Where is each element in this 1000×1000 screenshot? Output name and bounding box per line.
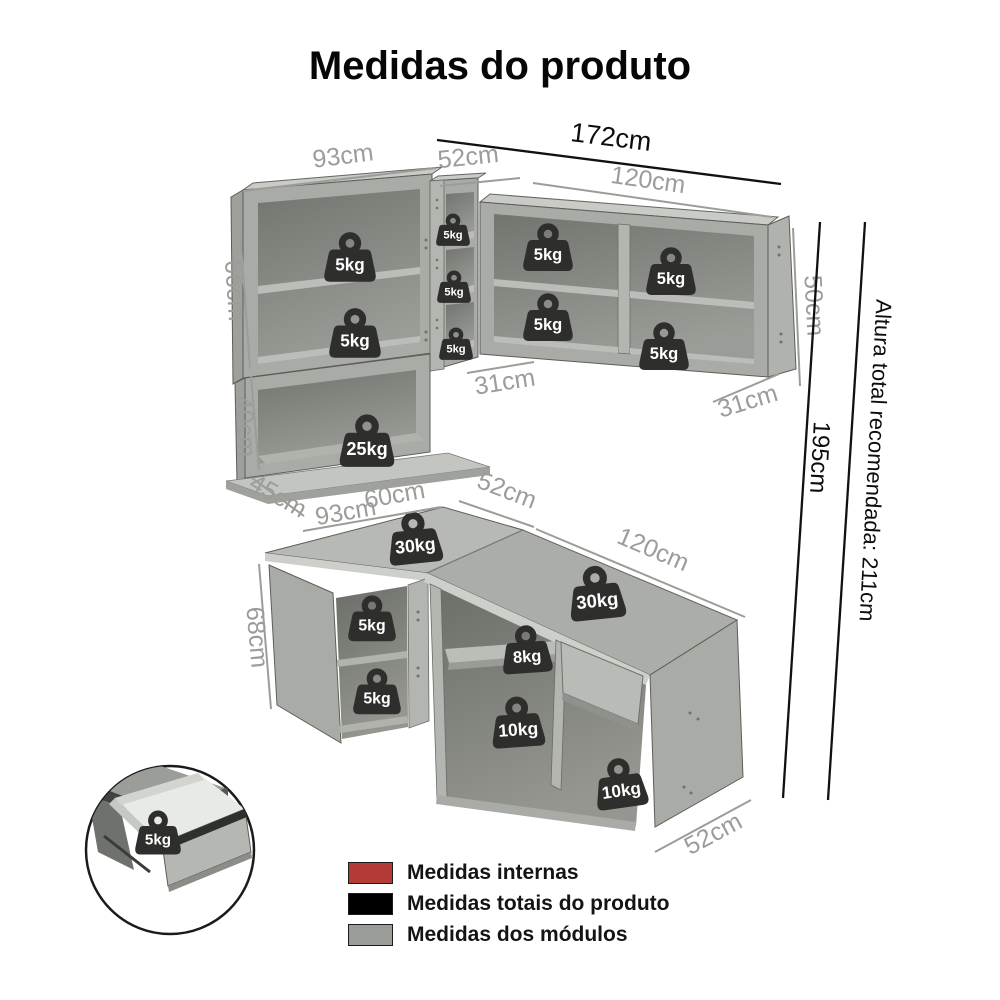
- weight-badge-upper-right-1: 5kg: [523, 227, 573, 272]
- dim-base-corner-width: 52cm: [473, 467, 540, 515]
- dim-upper-left-height: 66cm: [219, 259, 251, 322]
- weight-badge-corner-1: 5kg: [436, 216, 470, 246]
- shelf: [337, 651, 407, 667]
- svg-text:25kg: 25kg: [346, 439, 387, 459]
- legend: Medidas internas Medidas totais do produ…: [348, 860, 670, 955]
- weight-badge-drawer: 5kg: [135, 814, 181, 855]
- weight-badge-base-bottom-right: 10kg: [592, 758, 649, 811]
- dim-product-height: 195cm: [804, 421, 835, 494]
- legend-swatch-red: [348, 861, 393, 884]
- weight-badge-counter-right: 30kg: [566, 567, 626, 622]
- svg-text:5kg: 5kg: [650, 345, 678, 363]
- legend-item-total: Medidas totais do produto: [348, 891, 670, 915]
- dim-base-height: 68cm: [240, 606, 273, 669]
- svg-text:5kg: 5kg: [657, 270, 685, 288]
- svg-text:5kg: 5kg: [145, 831, 171, 848]
- dim-corner-depth: 31cm: [472, 363, 537, 400]
- weight-badge-base-bottom-left: 10kg: [490, 698, 546, 749]
- drawer-detail-inset: 5kg: [84, 764, 256, 936]
- dim-upper-right-width: 120cm: [609, 161, 687, 199]
- legend-item-internal: Medidas internas: [348, 860, 670, 884]
- legend-item-modules: Medidas dos módulos: [348, 922, 670, 946]
- legend-swatch-gray: [348, 923, 393, 946]
- svg-text:5kg: 5kg: [446, 343, 465, 355]
- dim-upper-right-depth: 31cm: [714, 379, 781, 424]
- svg-text:5kg: 5kg: [340, 330, 370, 350]
- dim-total-width: 172cm: [569, 117, 653, 157]
- dim-hutch-height: 40cm: [229, 395, 261, 458]
- page-title: Medidas do produto: [308, 44, 692, 88]
- weight-badge-base-shelf: 8kg: [501, 627, 554, 675]
- svg-text:5kg: 5kg: [444, 286, 463, 298]
- weight-badge-counter-corner: 30kg: [386, 513, 444, 566]
- legend-label: Medidas totais do produto: [407, 891, 670, 915]
- upper-right-wall-cabinet: [478, 193, 797, 378]
- svg-text:5kg: 5kg: [363, 691, 390, 708]
- weight-badge-upper-left-2: 5kg: [329, 311, 381, 357]
- shelf: [494, 279, 618, 297]
- weight-badge-upper-right-4: 5kg: [639, 326, 689, 371]
- svg-text:30kg: 30kg: [394, 534, 436, 558]
- svg-text:5kg: 5kg: [534, 246, 562, 264]
- legend-label: Medidas dos módulos: [407, 922, 628, 946]
- weight-badge-corner-2: 5kg: [437, 273, 471, 303]
- dim-upper-left-width: 93cm: [311, 138, 375, 173]
- svg-text:30kg: 30kg: [575, 588, 619, 613]
- svg-text:8kg: 8kg: [512, 647, 542, 667]
- svg-text:5kg: 5kg: [534, 316, 562, 334]
- legend-label: Medidas internas: [407, 860, 579, 884]
- weight-badge-base-corner-2: 5kg: [353, 672, 401, 715]
- weight-badge-corner-3: 5kg: [439, 330, 473, 360]
- dim-base-right-width: 120cm: [613, 522, 693, 577]
- weight-badge-upper-left-1: 5kg: [324, 235, 376, 281]
- svg-text:5kg: 5kg: [335, 254, 365, 274]
- weight-badge-base-corner-1: 5kg: [348, 599, 396, 642]
- legend-swatch-black: [348, 892, 393, 915]
- weight-badge-hutch: 25kg: [340, 418, 394, 467]
- svg-text:5kg: 5kg: [358, 618, 385, 635]
- svg-text:10kg: 10kg: [498, 718, 539, 741]
- svg-text:5kg: 5kg: [443, 229, 462, 241]
- dim-base-depth: 52cm: [680, 807, 747, 860]
- weight-badge-upper-right-2: 5kg: [646, 251, 696, 296]
- upper-left-wall-cabinet: [230, 166, 444, 385]
- dim-recommended-height: Altura total recomendada: 211cm: [855, 299, 897, 622]
- shelf: [630, 291, 754, 309]
- weight-badge-upper-right-3: 5kg: [523, 297, 573, 342]
